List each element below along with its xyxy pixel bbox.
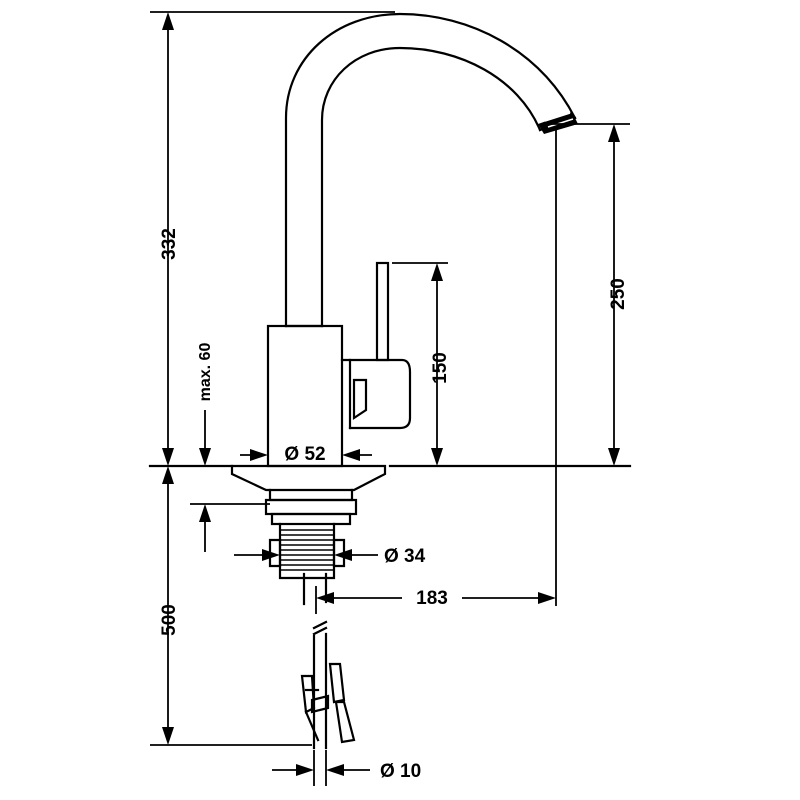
dim-label-hose-length: 500 [159,604,180,636]
dim-label-shank-diameter: Ø 34 [384,546,426,567]
dim-label-base-diameter: Ø 52 [284,444,325,465]
spout-outer-wall [284,12,577,328]
dimension-lines [150,11,630,786]
spout-outlet [538,112,578,134]
lever-handle [340,261,412,430]
faucet-body [266,12,578,468]
spout-inner-wall [320,46,542,328]
dim-label-total-height: 332 [159,228,180,260]
dim-label-hose-diameter: Ø 10 [380,761,421,782]
mounting-base [148,464,632,526]
dim-label-spout-height: 250 [608,278,629,310]
dim-label-max-deck: max. 60 [197,343,214,402]
supply-hoses [300,572,356,750]
dim-label-lever-height: 150 [430,352,451,384]
dim-label-spout-reach: 183 [416,588,448,609]
threaded-shank [268,522,346,580]
